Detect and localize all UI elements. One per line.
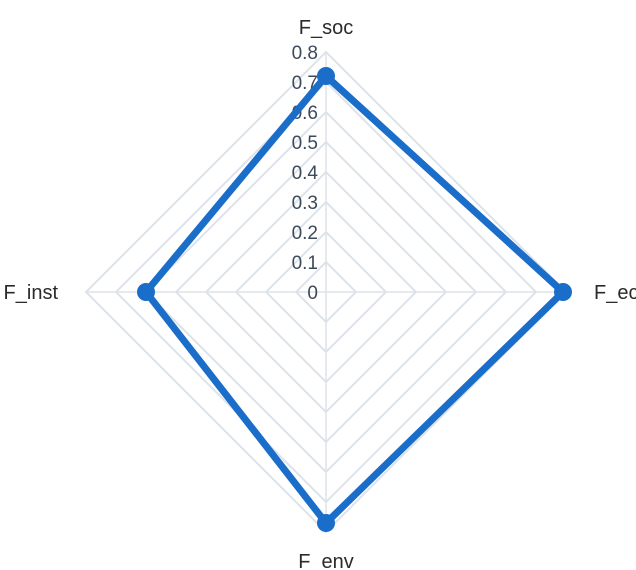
grid-layer — [84, 50, 568, 534]
tick-label-layer: 00.10.20.30.40.50.60.70.8 — [292, 43, 319, 304]
data-point-f-eco — [554, 283, 572, 301]
axis-label-f-eco: F_eco — [594, 282, 636, 304]
series-line — [142, 72, 567, 527]
tick-label: 0.2 — [292, 223, 318, 244]
tick-label: 0.3 — [292, 193, 318, 214]
tick-label: 0.8 — [292, 43, 318, 64]
tick-label: 0.4 — [292, 163, 319, 184]
series-layer — [137, 67, 572, 532]
tick-label: 0.5 — [292, 133, 318, 154]
tick-label: 0.1 — [292, 253, 318, 274]
tick-label: 0 — [307, 283, 318, 304]
axis-label-f-env: F_env — [298, 551, 354, 570]
data-point-f-soc — [317, 67, 335, 85]
data-point-f-inst — [137, 283, 155, 301]
axis-label-f-inst: F_inst — [4, 282, 59, 304]
axis-label-f-soc: F_soc — [299, 17, 353, 39]
data-point-f-env — [317, 514, 335, 532]
